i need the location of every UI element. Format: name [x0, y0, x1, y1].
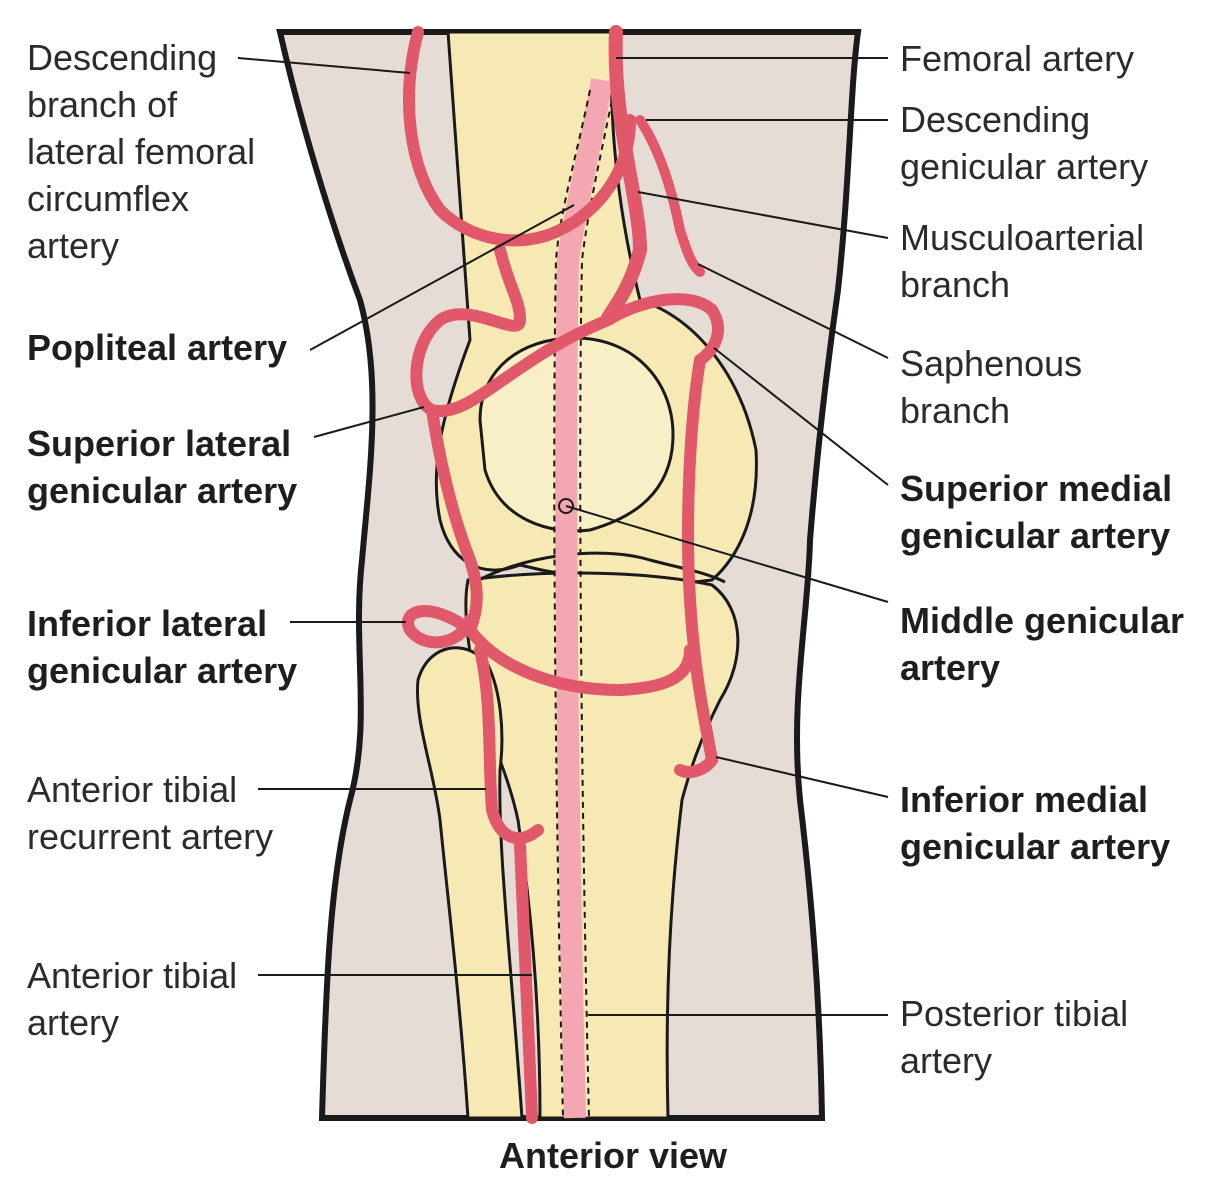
label-popliteal-artery: Popliteal artery: [27, 327, 288, 368]
label-femoral-artery: Femoral artery: [900, 38, 1135, 79]
leader-superior-medial: [713, 347, 889, 486]
label-middle-genicular-artery: Middle genicular artery: [900, 600, 1185, 688]
label-desc-branch-lateral-femoral-circumflex: Descending branch of lateral femoral cir…: [27, 37, 256, 266]
femoral-artery: [601, 25, 648, 325]
label-anterior-tibial-artery: Anterior tibial artery: [27, 955, 238, 1043]
label-saphenous-branch: Saphenous branch: [900, 343, 1083, 431]
leader-middle-genicular: [565, 505, 889, 603]
leader-saphenous: [697, 263, 889, 359]
label-anterior-tibial-recurrent-artery: Anterior tibial recurrent artery: [27, 769, 274, 857]
label-inferior-medial-genicular-artery: Inferior medial genicular artery: [900, 779, 1171, 867]
label-descending-genicular-artery: Descending genicular artery: [900, 99, 1149, 187]
label-posterior-tibial-artery: Posterior tibial artery: [900, 993, 1129, 1081]
anterior-tibial-artery: [474, 644, 544, 1124]
label-inferior-lateral-genicular-artery: Inferior lateral genicular artery: [27, 603, 298, 691]
deep-artery-dashes: [553, 89, 615, 1119]
superior-arcade: [410, 244, 724, 418]
label-superior-lateral-genicular-artery: Superior lateral genicular artery: [27, 423, 298, 511]
medial-descending-loop: [674, 354, 719, 778]
leader-superior-lateral: [313, 406, 425, 438]
lateral-circumflex-branch: [403, 26, 636, 247]
inferior-lateral-loop: [402, 605, 696, 697]
popliteal-posterior-tibial-deep: [555, 78, 613, 1119]
figure-caption: Anterior view: [498, 1135, 728, 1176]
leader-lateral-circumflex: [237, 57, 411, 74]
label-musculoarterial-branch: Musculoarterial branch: [900, 217, 1145, 305]
label-superior-medial-genicular-artery: Superior medial genicular artery: [900, 468, 1173, 556]
joint-line: [469, 551, 726, 587]
descending-genicular-artery: [635, 115, 705, 277]
leader-popliteal: [309, 204, 575, 351]
leader-musculoarterial: [637, 191, 889, 239]
lateral-descending-loop: [426, 404, 483, 636]
leader-inferior-medial: [715, 756, 889, 798]
leader-lines: [237, 57, 889, 1016]
